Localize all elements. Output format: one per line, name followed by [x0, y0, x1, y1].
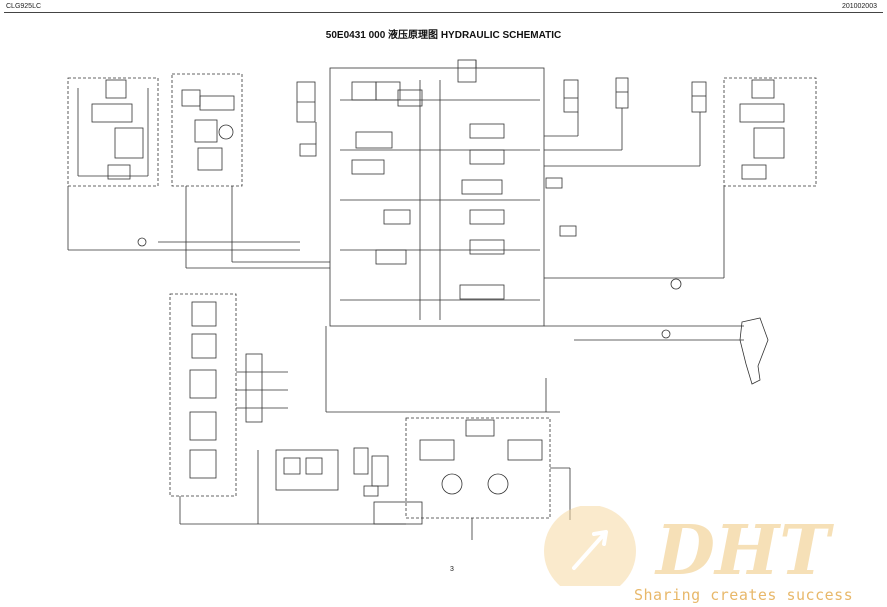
page-title: 50E0431 000 液压原理图 HYDRAULIC SCHEMATIC	[325, 30, 562, 41]
breaker-hammer	[739, 317, 769, 385]
header-rule	[4, 12, 883, 13]
swing-motor-block	[171, 73, 243, 187]
hydraulic-lines	[67, 60, 744, 540]
document-model: CLG925LC	[6, 3, 42, 10]
svg-text:DHT: DHT	[654, 511, 834, 586]
pilot-valve-group	[169, 293, 288, 497]
pump-assembly	[405, 417, 551, 519]
arm-cylinder	[563, 79, 579, 113]
dht-logo-icon: DHT	[544, 506, 834, 586]
right-travel-motor-block	[723, 77, 817, 187]
tank	[373, 501, 423, 525]
bucket-cylinder	[615, 77, 629, 109]
page-number: 3	[450, 566, 454, 573]
watermark-tagline: Sharing creates success	[634, 586, 854, 604]
document-date: 201002003	[841, 3, 877, 10]
left-travel-motor-block	[67, 77, 159, 187]
main-control-valve	[299, 59, 577, 327]
pilot-pump-block	[275, 447, 389, 497]
boom-cylinder-right	[691, 81, 707, 113]
dht-watermark: DHT Sharing creates success	[538, 506, 887, 607]
boom-cylinder	[296, 81, 316, 123]
